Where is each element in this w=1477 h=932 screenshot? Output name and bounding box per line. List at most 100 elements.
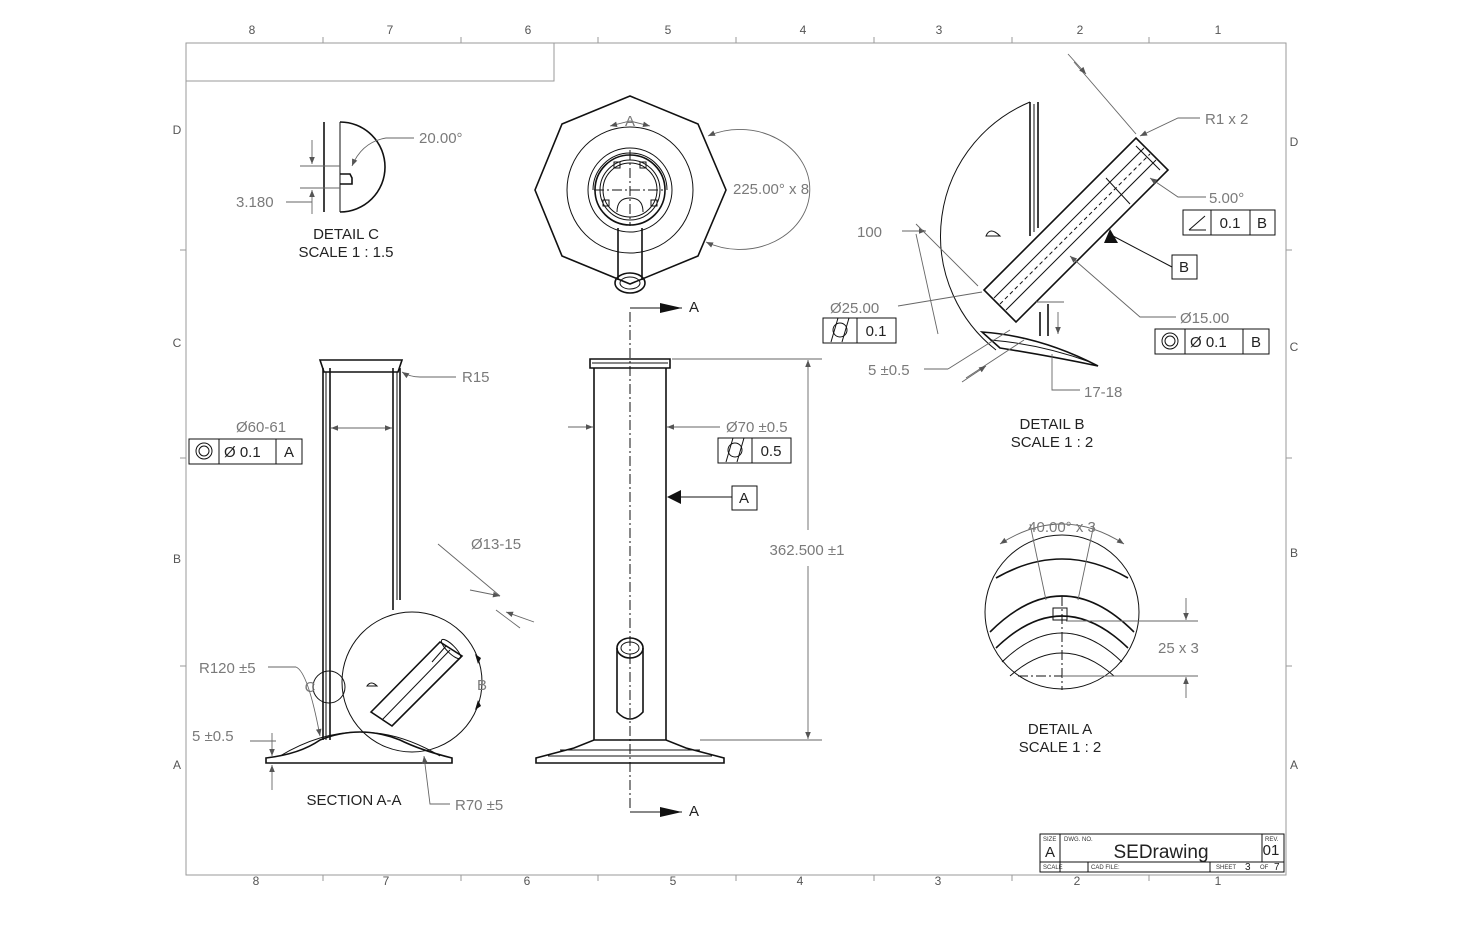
detail-b-fcf-cylindricity: 0.1 <box>822 317 897 344</box>
detail-a-scale: SCALE 1 : 2 <box>1019 739 1102 756</box>
detail-b-fcf-angularity-datum: B <box>1257 215 1267 232</box>
zone-col-2-bottom: 2 <box>1074 874 1081 888</box>
zone-col-5: 5 <box>665 23 672 37</box>
front-view-cut-bottom: A <box>689 803 699 820</box>
detail-b-fcf-concentricity-tol: Ø 0.1 <box>1190 334 1227 351</box>
zone-row-d-right: D <box>1290 135 1299 149</box>
zone-col-2: 2 <box>1077 23 1084 37</box>
detail-c-scale: SCALE 1 : 1.5 <box>298 244 393 261</box>
zone-row-a-right: A <box>1290 758 1298 772</box>
detail-b-length: 100 <box>857 224 882 241</box>
detail-b: R1 x 2 5.00° 0.1 B B 1 <box>822 53 1276 451</box>
front-view-datum-label: A <box>739 490 749 507</box>
tb-scale-label: SCALE <box>1043 865 1063 871</box>
detail-b-angle: 5.00° <box>1209 190 1244 207</box>
section-aa-detail-b-callout: B <box>477 677 487 694</box>
zone-col-7: 7 <box>387 23 394 37</box>
tb-sheet: 3 <box>1245 862 1251 873</box>
concentricity-icon <box>1161 332 1179 350</box>
section-aa-title: SECTION A-A <box>306 792 401 809</box>
section-aa-diameter: Ø60-61 <box>236 419 286 436</box>
front-view-fcf-tol: 0.5 <box>761 443 782 460</box>
angularity-icon <box>1188 215 1206 231</box>
top-view: A 225.00° x 8 <box>534 95 811 294</box>
zone-col-1-bottom: 1 <box>1215 874 1222 888</box>
detail-c-depth: 3.180 <box>236 194 274 211</box>
tb-dwg-label: DWG. NO. <box>1064 837 1093 843</box>
section-aa-fcf: Ø 0.1 A <box>188 438 303 465</box>
section-aa-foot-radius: R70 ±5 <box>455 797 503 814</box>
front-view-height: 362.500 ±1 <box>770 542 845 559</box>
tb-sheets-total: 7 <box>1274 862 1280 873</box>
section-aa-fcf-tol: Ø 0.1 <box>224 444 261 461</box>
zone-labels: 8 7 6 5 4 3 2 1 8 7 6 5 4 3 2 1 D C B A … <box>173 23 1299 888</box>
detail-c-title: DETAIL C <box>313 226 379 243</box>
top-view-section-letter: A <box>625 113 635 130</box>
detail-a-title: DETAIL A <box>1028 721 1092 738</box>
zone-col-3-bottom: 3 <box>935 874 942 888</box>
zone-col-6-bottom: 6 <box>524 874 531 888</box>
tb-sheet-label: SHEET <box>1216 865 1236 871</box>
detail-b-radius: R1 x 2 <box>1205 111 1248 128</box>
tb-size-label: SIZE <box>1043 837 1056 843</box>
tb-cad-label: CAD FILE: <box>1091 865 1120 871</box>
tb-size: A <box>1045 844 1055 861</box>
zone-row-b-right: B <box>1290 546 1298 560</box>
zone-col-1: 1 <box>1215 23 1222 37</box>
tb-rev: 01 <box>1263 842 1280 859</box>
section-aa-base-radius: R120 ±5 <box>199 660 256 677</box>
zone-col-6: 6 <box>525 23 532 37</box>
tb-dwg-no: SEDrawing <box>1113 842 1208 863</box>
detail-b-scale: SCALE 1 : 2 <box>1011 434 1094 451</box>
section-aa-branch-diameter: Ø13-15 <box>471 536 521 553</box>
zone-col-5-bottom: 5 <box>670 874 677 888</box>
zone-col-4: 4 <box>800 23 807 37</box>
detail-b-fcf-concentricity-datum: B <box>1251 334 1261 351</box>
detail-b-dia25: Ø25.00 <box>830 300 879 317</box>
front-view-diameter: Ø70 ±0.5 <box>726 419 788 436</box>
detail-c: 20.00° 3.180 DETAIL C SCALE 1 : 1.5 <box>236 121 463 261</box>
zone-col-7-bottom: 7 <box>383 874 390 888</box>
top-view-pattern: 225.00° x 8 <box>733 181 809 198</box>
zone-row-d: D <box>173 123 182 137</box>
detail-b-range: 17-18 <box>1084 384 1122 401</box>
front-view: A A Ø70 ±0.5 0.5 A <box>535 299 845 820</box>
tb-of-label: OF <box>1260 865 1269 871</box>
detail-b-title: DETAIL B <box>1019 416 1084 433</box>
detail-b-height: 5 ±0.5 <box>868 362 910 379</box>
zone-col-8: 8 <box>249 23 256 37</box>
sheet-frame <box>180 37 1292 881</box>
front-view-fcf: 0.5 <box>717 437 792 464</box>
cylindricity-icon <box>830 317 850 343</box>
zone-col-4-bottom: 4 <box>797 874 804 888</box>
section-aa-view: C B R15 Ø60-61 Ø 0.1 A Ø13-15 R120 ± <box>188 359 535 814</box>
concentricity-icon <box>195 442 213 460</box>
detail-a-notch: 25 x 3 <box>1158 640 1199 657</box>
detail-b-fcf-angularity-tol: 0.1 <box>1220 215 1241 232</box>
title-block: SIZE A DWG. NO. SEDrawing REV. 01 SCALE … <box>1039 833 1285 873</box>
section-aa-detail-c-callout: C <box>305 679 316 696</box>
front-view-cut-top: A <box>689 299 699 316</box>
zone-row-a: A <box>173 758 181 772</box>
detail-b-fcf-angularity: 0.1 B <box>1182 209 1276 236</box>
section-aa-lip-radius: R15 <box>462 369 490 386</box>
zone-row-b: B <box>173 552 181 566</box>
zone-col-8-bottom: 8 <box>253 874 260 888</box>
zone-row-c-right: C <box>1290 340 1299 354</box>
zone-row-c: C <box>173 336 182 350</box>
detail-b-datum-label: B <box>1179 259 1189 276</box>
detail-b-fcf-cylindricity-tol: 0.1 <box>866 323 887 340</box>
detail-c-angle: 20.00° <box>419 130 463 147</box>
detail-b-dia15: Ø15.00 <box>1180 310 1229 327</box>
detail-a-angle: 40.00° x 3 <box>1028 519 1096 536</box>
detail-b-datum: B <box>1104 229 1198 280</box>
detail-a: 40.00° x 3 25 x 3 DETAIL A SCALE 1 : 2 <box>984 519 1199 756</box>
cylindricity-icon <box>725 437 745 463</box>
front-view-datum-a: A <box>667 485 758 511</box>
section-aa-base-height: 5 ±0.5 <box>192 728 234 745</box>
tb-rev-label: REV. <box>1265 837 1279 843</box>
detail-b-fcf-concentricity: Ø 0.1 B <box>1154 328 1270 355</box>
section-aa-fcf-datum: A <box>284 444 294 461</box>
